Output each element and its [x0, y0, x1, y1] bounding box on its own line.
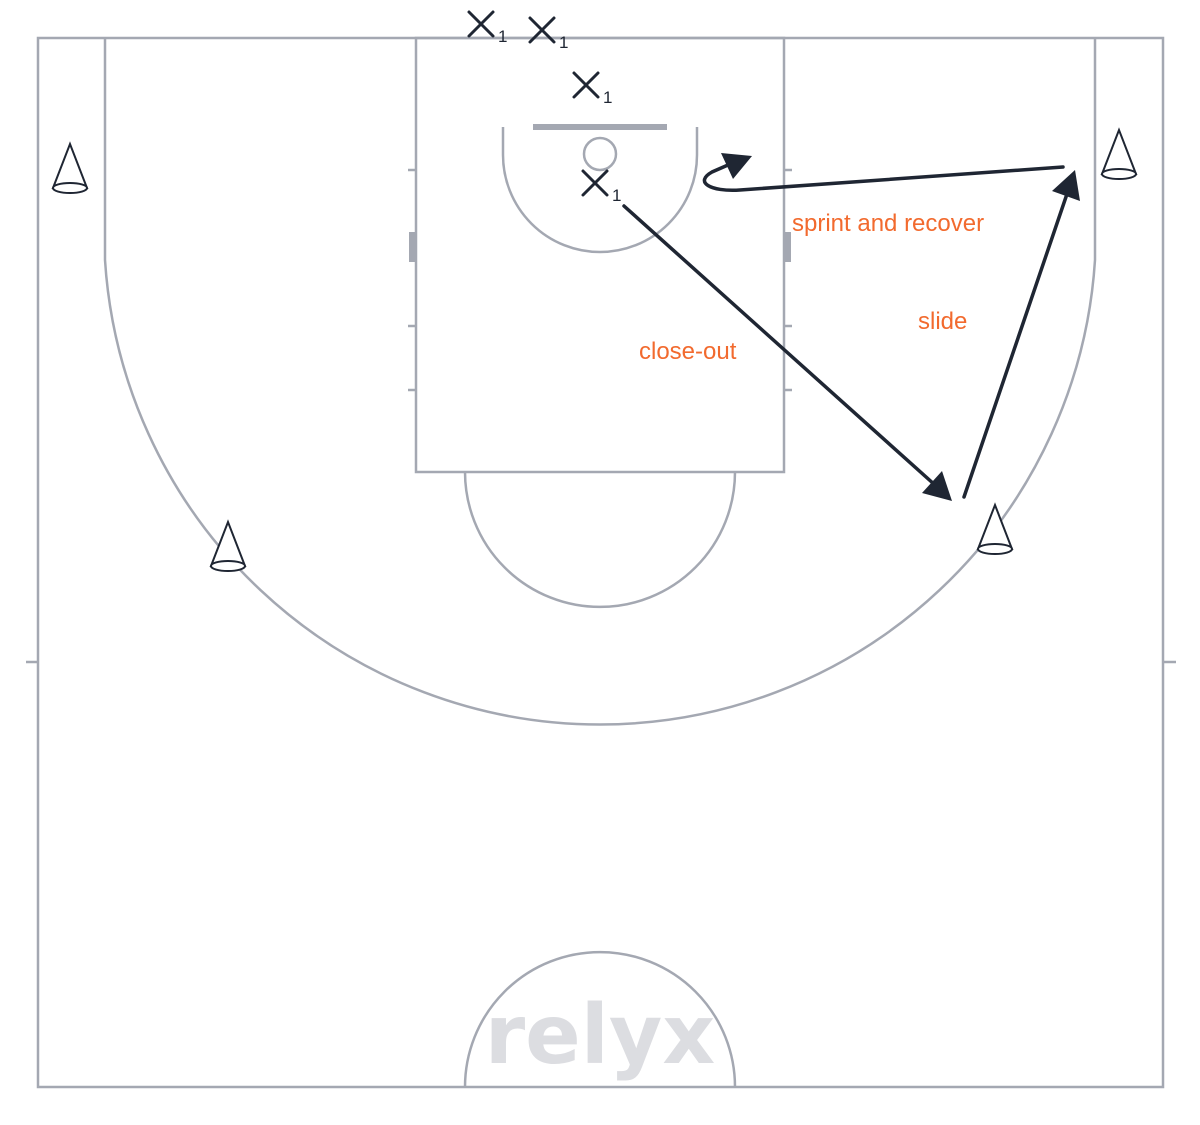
free-throw-circle	[463, 471, 737, 609]
cone-icon	[51, 141, 89, 194]
player-number-label: 1	[603, 88, 612, 107]
cone-icon	[209, 519, 247, 572]
lane-block-left	[409, 232, 416, 262]
player-number-label: 1	[612, 186, 621, 205]
cone-icon	[1100, 127, 1138, 180]
player-x1-marker: 1	[467, 10, 507, 46]
player-x1-marker: 1	[572, 71, 612, 107]
center-circle	[463, 950, 737, 1088]
watermark-logo: relyx	[485, 988, 716, 1083]
restricted-area-arc	[501, 127, 699, 254]
closeout-path	[622, 204, 952, 501]
court-boundary	[36, 36, 1165, 1089]
cone-icon	[976, 502, 1014, 555]
slide-path	[962, 170, 1080, 499]
annotation-slide: slide	[918, 308, 967, 335]
player-number-label: 1	[559, 33, 568, 52]
annotation-close-out: close-out	[639, 338, 737, 365]
rim	[582, 136, 618, 172]
lane-block-right	[784, 232, 791, 262]
player-number-label: 1	[498, 27, 507, 46]
three-point-line	[103, 38, 1097, 726]
sprint-recover-path	[702, 153, 1065, 192]
player-x1-marker: 1	[528, 16, 568, 52]
player-x1-marker: 1	[581, 169, 621, 205]
paint-key	[414, 36, 786, 474]
annotation-sprint-and-recover: sprint and recover	[792, 210, 984, 237]
